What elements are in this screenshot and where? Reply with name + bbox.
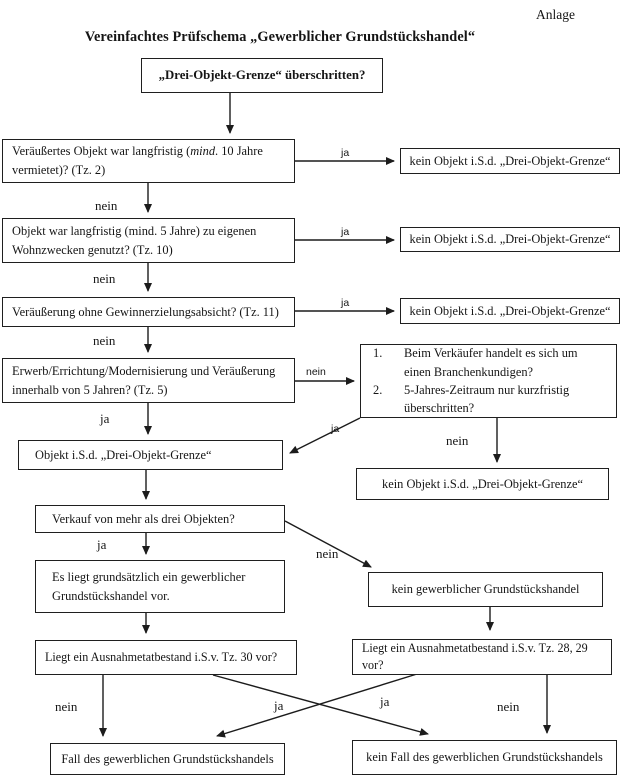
result-object-box: Objekt i.S.d. „Drei-Objekt-Grenze“ bbox=[18, 440, 283, 470]
question-exception-tz30: Liegt ein Ausnahmetatbestand i.S.v. Tz. … bbox=[35, 640, 297, 675]
question-five-year-period-label: Erwerb/Errichtung/Modernisierung und Ver… bbox=[12, 363, 276, 397]
side-question-2-number: 2. bbox=[373, 383, 383, 397]
question-profit-intent-label: Veräußerung ohne Gewinnerzielungsabsicht… bbox=[12, 304, 279, 319]
question-long-term-rental-label: Veräußertes Objekt war langfristig (mind… bbox=[12, 144, 263, 177]
result-no-object-4-label: kein Objekt i.S.d. „Drei-Objekt-Grenze“ bbox=[382, 476, 583, 491]
page-title: Vereinfachtes Prüfschema „Gewerblicher G… bbox=[84, 29, 476, 45]
edge-label-no-6: nein bbox=[55, 699, 78, 714]
result-no-object-3-label: kein Objekt i.S.d. „Drei-Objekt-Grenze“ bbox=[409, 303, 611, 318]
result-no-object-2-label: kein Objekt i.S.d. „Drei-Objekt-Grenze“ bbox=[409, 232, 611, 247]
edge-label-no-4: nein bbox=[306, 366, 326, 378]
question-own-residential-use-label: Objekt war langfristig (mind. 5 Jahre) z… bbox=[12, 223, 257, 257]
edge-label-yes-4: ja bbox=[100, 411, 110, 426]
result-no-object-4: kein Objekt i.S.d. „Drei-Objekt-Grenze“ bbox=[356, 468, 609, 500]
final-no-case-label: kein Fall des gewerblichen Grundstücksha… bbox=[366, 750, 603, 765]
edge-label-no-5: nein bbox=[316, 546, 339, 561]
edge-label-no-1: nein bbox=[95, 198, 118, 213]
edge-label-yes-2: ja bbox=[341, 226, 350, 238]
result-not-commercial-label: kein gewerblicher Grundstückshandel bbox=[391, 582, 580, 597]
result-object-label: Objekt i.S.d. „Drei-Objekt-Grenze“ bbox=[35, 447, 212, 462]
question-profit-intent: Veräußerung ohne Gewinnerzielungsabsicht… bbox=[2, 297, 295, 327]
edge-label-yes-7: ja bbox=[380, 694, 390, 709]
question-long-term-rental: Veräußertes Objekt war langfristig (mind… bbox=[2, 139, 295, 183]
result-no-object-1: kein Objekt i.S.d. „Drei-Objekt-Grenze“ bbox=[400, 148, 620, 174]
side-question-1-label: Beim Verkäufer handelt es sich um einen … bbox=[404, 346, 578, 379]
edge-label-no-2: nein bbox=[93, 271, 116, 286]
question-own-residential-use: Objekt war langfristig (mind. 5 Jahre) z… bbox=[2, 218, 295, 263]
question-exception-tz28-29: Liegt ein Ausnahmetatbestand i.S.v. Tz. … bbox=[352, 639, 612, 675]
final-case-box: Fall des gewerblichen Grundstückshandels bbox=[50, 743, 285, 775]
final-case-label: Fall des gewerblichen Grundstückshandels bbox=[61, 751, 274, 766]
start-box-label: „Drei-Objekt-Grenze“ überschritten? bbox=[158, 67, 366, 82]
start-box: „Drei-Objekt-Grenze“ überschritten? bbox=[141, 58, 383, 93]
question-five-year-period: Erwerb/Errichtung/Modernisierung und Ver… bbox=[2, 358, 295, 403]
final-no-case-box: kein Fall des gewerblichen Grundstücksha… bbox=[352, 740, 617, 775]
side-question-2: 2. 5-Jahres-Zeitraum nur kurzfristig übe… bbox=[367, 381, 610, 418]
edge-label-yes-6: ja bbox=[274, 698, 284, 713]
page-annotation: Anlage bbox=[536, 7, 575, 22]
side-question-1: 1. Beim Verkäufer handelt es sich um ein… bbox=[367, 344, 610, 381]
side-questions-box: 1. Beim Verkäufer handelt es sich um ein… bbox=[360, 344, 617, 418]
question-exception-tz30-label: Liegt ein Ausnahmetatbestand i.S.v. Tz. … bbox=[45, 650, 278, 665]
result-no-object-2: kein Objekt i.S.d. „Drei-Objekt-Grenze“ bbox=[400, 227, 620, 252]
side-question-1-number: 1. bbox=[373, 346, 383, 361]
edge-label-no-7: nein bbox=[497, 699, 520, 714]
result-no-object-1-label: kein Objekt i.S.d. „Drei-Objekt-Grenze“ bbox=[409, 153, 611, 168]
edge-label-no-side: nein bbox=[446, 433, 469, 448]
result-not-commercial-box: kein gewerblicher Grundstückshandel bbox=[368, 572, 603, 607]
edge-label-yes-3: ja bbox=[341, 297, 350, 309]
side-question-2-label: 5-Jahres-Zeitraum nur kurzfristig übersc… bbox=[404, 383, 570, 416]
edge-label-yes-side: ja bbox=[331, 423, 340, 435]
question-more-than-three-objects: Verkauf von mehr als drei Objekten? bbox=[35, 505, 285, 533]
result-commercial-label: Es liegt grundsätzlich ein gewerblicher … bbox=[52, 569, 246, 603]
result-no-object-3: kein Objekt i.S.d. „Drei-Objekt-Grenze“ bbox=[400, 298, 620, 324]
question-exception-tz28-29-label: Liegt ein Ausnahmetatbestand i.S.v. Tz. … bbox=[362, 641, 588, 672]
edge-label-yes-1: ja bbox=[341, 147, 350, 159]
edge-label-no-3: nein bbox=[93, 333, 116, 348]
result-commercial-box: Es liegt grundsätzlich ein gewerblicher … bbox=[35, 560, 285, 613]
edge-label-yes-5: ja bbox=[97, 537, 107, 552]
question-more-than-three-objects-label: Verkauf von mehr als drei Objekten? bbox=[52, 511, 235, 526]
